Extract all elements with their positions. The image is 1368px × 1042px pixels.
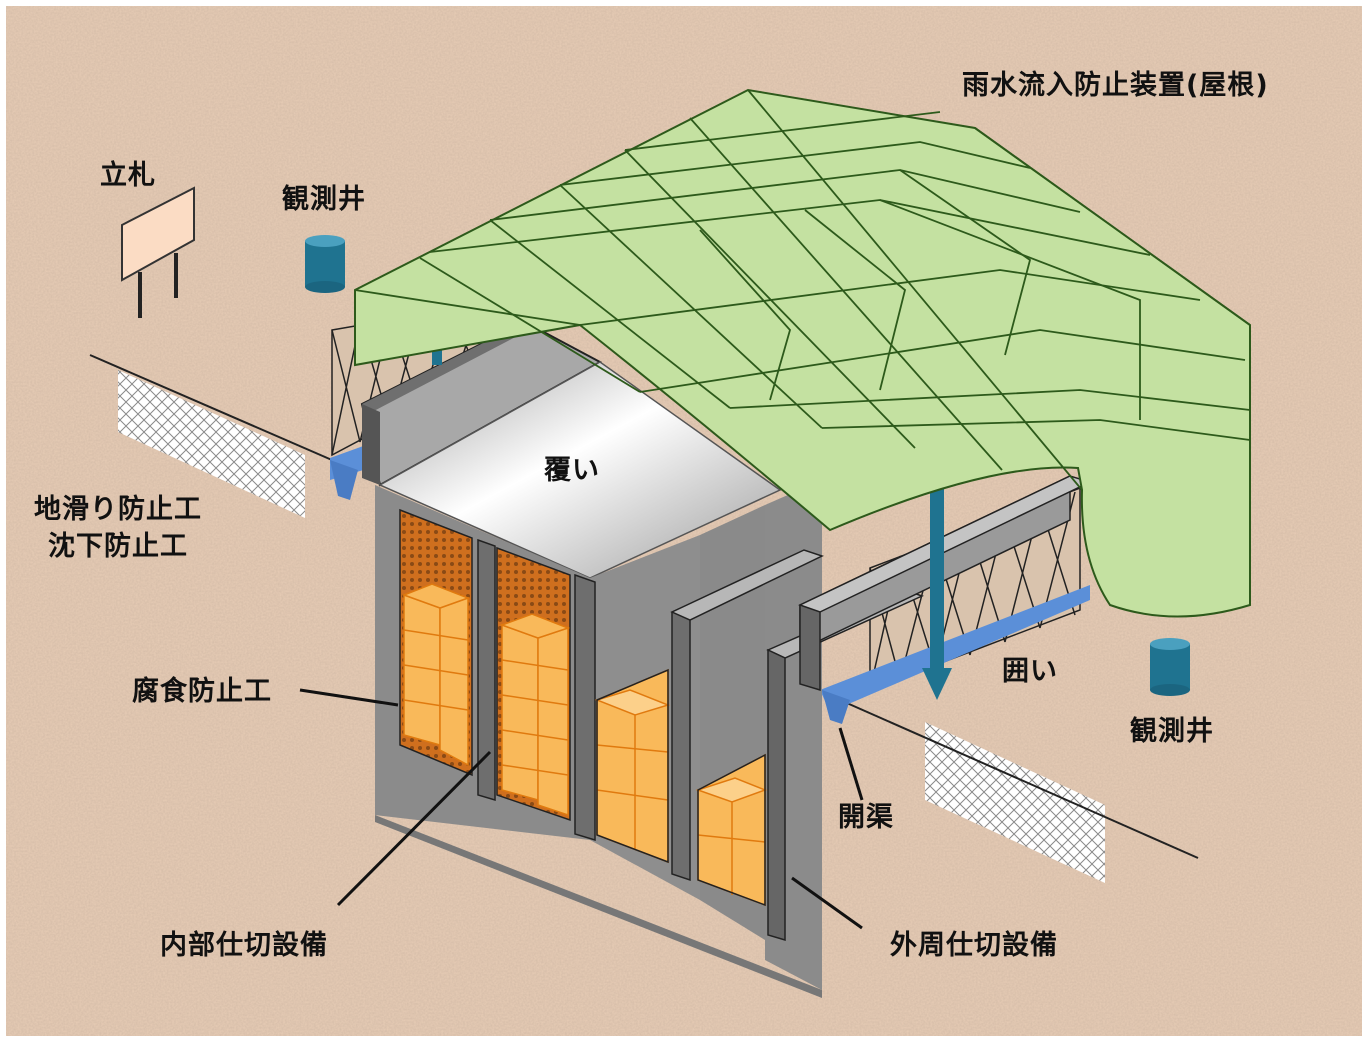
enclosure-label: 囲い [1002,656,1058,687]
drain-pipe-front [922,478,952,700]
outer-partition-leader [791,876,863,930]
sign-label: 立札 [100,160,156,191]
inner-partition-leader [336,750,492,907]
channel-leader [838,727,864,801]
observation-well-right-icon [1150,638,1190,696]
left-embankment [89,354,356,518]
subsidence-prevention-label: 沈下防止工 [48,531,188,562]
outer-partition-label: 外周仕切設備 [890,930,1058,961]
inner-partition-label: 内部仕切設備 [160,930,328,961]
open-channel-label: 開渠 [838,802,894,833]
roof-label: 雨水流入防止装置(屋根) [962,70,1269,101]
waste-cell-4 [695,753,768,907]
cover-label: 覆い [544,455,600,486]
observation-well-left-icon [305,235,345,293]
roof-cover [354,88,1251,618]
observation-well-left-label: 観測井 [282,184,366,215]
corrosion-prevention-label: 腐食防止工 [132,676,272,707]
leader-lines [299,688,864,930]
observation-well-right-label: 観測井 [1130,716,1214,747]
corrosion-leader [299,688,399,707]
open-channel-front [820,585,1090,724]
waste-cell-2 [496,546,571,822]
landslide-prevention-label: 地滑り防止工 [34,494,202,525]
waste-cell-1 [399,508,473,777]
sign-board [121,186,195,318]
right-embankment [839,699,1199,883]
cover-sheet [378,361,782,579]
back-wall-beam [360,320,603,487]
waste-cell-3 [594,668,671,864]
